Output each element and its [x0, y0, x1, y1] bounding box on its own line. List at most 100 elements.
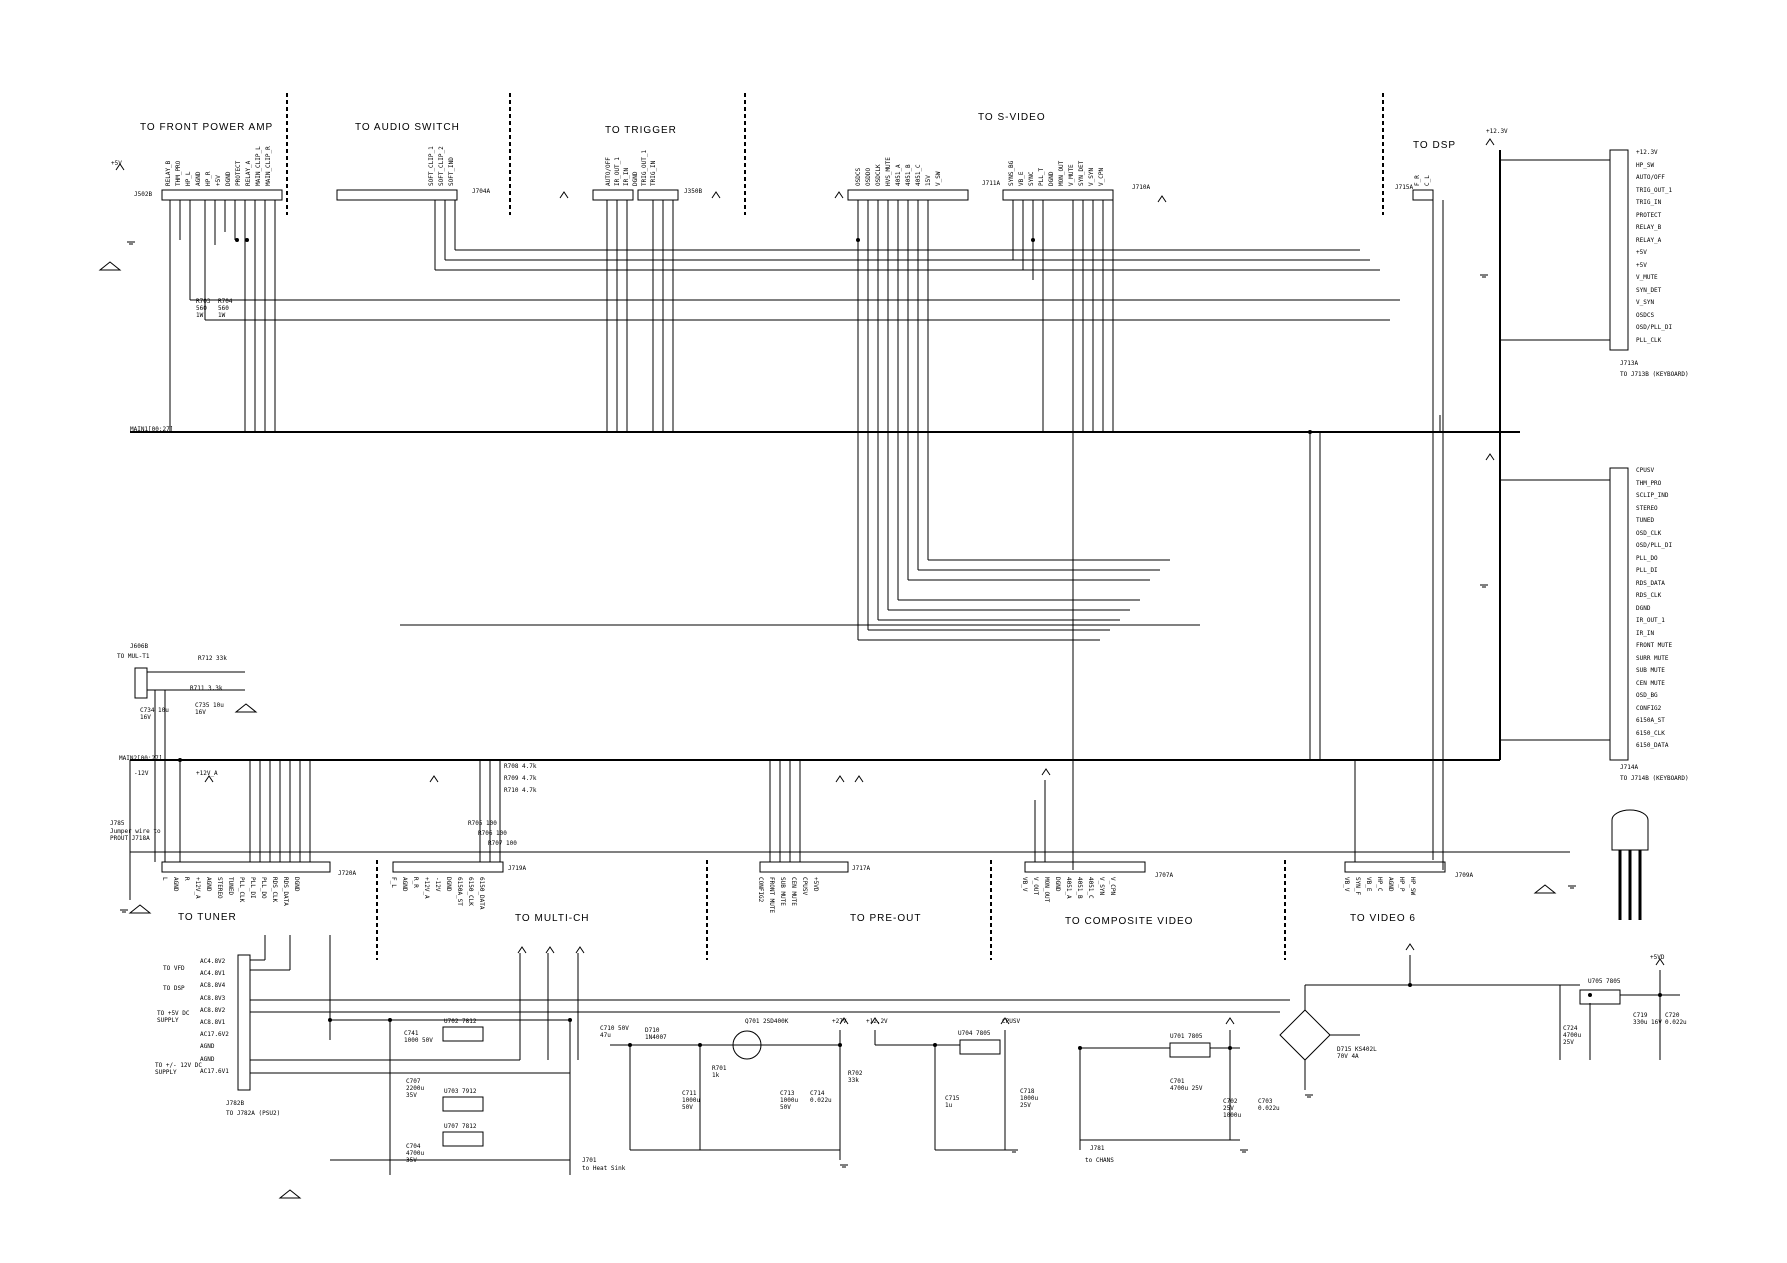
conn-j709a: J709A	[1455, 872, 1474, 879]
conn-j710a: J710A	[1132, 184, 1151, 191]
comp-r707: R707 100	[488, 840, 517, 847]
pin-label: V_SYN	[1088, 167, 1095, 186]
u702-body	[442, 1026, 484, 1042]
keyboard-pin-label: TRIG_OUT_1	[1636, 186, 1673, 194]
pin-label: R	[183, 877, 190, 881]
j350b-trig-b	[637, 189, 679, 201]
pin-label: TRIG_OUT_1	[641, 149, 648, 186]
keyboard-pin-label: PROTECT	[1636, 211, 1662, 219]
keyboard-pin-label: TUNED	[1636, 517, 1655, 524]
j606b-body	[134, 667, 148, 699]
conn-j782b-note: TO J782A (PSU2)	[226, 1110, 281, 1117]
comp-c702: C702 25V 1000u	[1223, 1098, 1242, 1119]
conn-j715a: J715A	[1395, 184, 1414, 191]
u707-body	[442, 1131, 484, 1147]
pin-label: SYNS_BG	[1008, 160, 1015, 186]
pin-label: VB_E	[1018, 171, 1025, 186]
pin-label: OSDCLK	[875, 164, 882, 186]
pin-label: PLL_DO	[260, 877, 267, 899]
pin-label: SUB MUTE	[779, 877, 786, 906]
comp-d710: D710 1N4007	[645, 1027, 667, 1041]
keyboard-pin-label: OSD/PLL_DI	[1636, 542, 1673, 549]
pin-label: HP_L	[185, 171, 192, 186]
pin-label: TUNED	[227, 877, 234, 896]
pin-label: F_R	[1414, 175, 1421, 186]
pin-label: 4051_A	[1065, 877, 1072, 899]
u701-body	[1169, 1042, 1211, 1058]
keyboard-pin-label: AGND	[200, 1055, 215, 1063]
keyboard-pin-label: PLL_DO	[1636, 554, 1658, 562]
comp-c703: C703 0.022u	[1258, 1098, 1280, 1112]
pin-label: IR_IN	[623, 167, 630, 186]
pin-label: -12V	[434, 877, 441, 892]
pin-label: DGND	[632, 171, 639, 186]
keyboard-pin-label: OSD/PLL_DI	[1636, 324, 1673, 331]
keyboard-pin-label: PLL_CLK	[1636, 336, 1662, 344]
keyboard-pin-label: SCLIP_IND	[1636, 492, 1669, 499]
label-pre-out: TO PRE-OUT	[850, 913, 922, 924]
pin-label: V_OUT	[1032, 877, 1039, 896]
keyboard-pin-label: +12.3V	[1636, 149, 1658, 156]
rail-12-3v: +12.3V	[1486, 128, 1508, 135]
label-front-power-amp: TO FRONT POWER AMP	[140, 122, 274, 133]
pin-label: V_CPN	[1098, 167, 1105, 186]
pin-label: RELAY_A	[245, 160, 252, 186]
keyboard-pin-label: AC4.8V1	[200, 970, 226, 978]
pin-label: CPUSV	[801, 877, 808, 896]
pin-label: RELAY_B	[165, 160, 172, 186]
pin-label: 4051_B	[905, 164, 912, 186]
pin-label: TRIG_IN	[650, 160, 657, 186]
pin-label: V_SW	[935, 171, 942, 186]
label-trigger: TO TRIGGER	[605, 125, 677, 136]
rail-12va-tuner: +12V_A	[196, 770, 218, 777]
j704a-body	[336, 189, 458, 201]
conn-j707a: J707A	[1155, 872, 1174, 879]
label-tuner: TO TUNER	[178, 912, 237, 923]
conn-j711a: J711A	[982, 180, 1001, 187]
j502b-body	[161, 189, 283, 201]
j714a-body	[1609, 467, 1629, 761]
psu-group-5v: TO +5V DC SUPPLY	[157, 1010, 190, 1024]
comp-c724: C724 4700u 25V	[1563, 1025, 1582, 1046]
j710a-body	[1002, 189, 1114, 201]
comp-c735: C735 10u 16V	[195, 702, 224, 716]
conn-j781-note: to CHANS	[1085, 1157, 1114, 1164]
pin-label: AGND	[401, 877, 408, 892]
conn-j720a: J720A	[338, 870, 357, 877]
rail-neg12v: -12V	[134, 770, 149, 777]
label-s-video: TO S-VIDEO	[978, 112, 1046, 123]
psu-group-vfd: TO VFD	[163, 965, 185, 972]
comp-c704: C704 4700u 35V	[406, 1143, 425, 1164]
keyboard-pin-label: AGND	[200, 1043, 215, 1051]
pin-label: V_MUTE	[1068, 164, 1075, 186]
conn-j701: J701	[582, 1157, 597, 1164]
comp-r701: R701 1k	[712, 1065, 727, 1079]
label-audio-switch: TO AUDIO SWITCH	[355, 122, 460, 133]
j782b-body	[237, 954, 251, 1091]
pin-label: IR_OUT_1	[614, 157, 621, 186]
pin-label: SOFT_CLIP_1	[428, 146, 435, 186]
pin-label: 6150_CLK	[467, 877, 474, 906]
pin-label: 4051_C	[1087, 877, 1094, 899]
pin-label: MAIN_CLIP_R	[265, 146, 272, 186]
label-composite-video: TO COMPOSITE VIDEO	[1065, 916, 1194, 927]
comp-c741: C741 1000 50V	[404, 1030, 433, 1044]
comp-c719: C719 330u 16V	[1633, 1012, 1662, 1026]
pin-label: 6150_DATA	[478, 877, 485, 910]
keyboard-pin-label: AC4.8V2	[200, 958, 226, 965]
comp-u705: U705 7805	[1588, 978, 1621, 985]
pin-label: SYNC	[1028, 171, 1035, 186]
comp-r709: R709 4.7k	[504, 775, 537, 782]
keyboard-pin-label: FRONT MUTE	[1636, 642, 1673, 649]
keyboard-pin-label: +5V	[1636, 249, 1647, 256]
keyboard-pin-label: SYN_DET	[1636, 286, 1662, 294]
conn-j782b: J782B	[226, 1100, 245, 1107]
pin-label: AGND	[1387, 877, 1394, 892]
comp-r705: R705 100	[468, 820, 497, 827]
keyboard-pin-label: 6150A_ST	[1636, 717, 1665, 724]
comp-u707: U707 7812	[444, 1123, 477, 1130]
conn-j785-note: Jumper wire to PROUT J718A	[110, 828, 161, 842]
keyboard-pin-label: SURR MUTE	[1636, 654, 1669, 662]
pin-label: AGND	[195, 171, 202, 186]
